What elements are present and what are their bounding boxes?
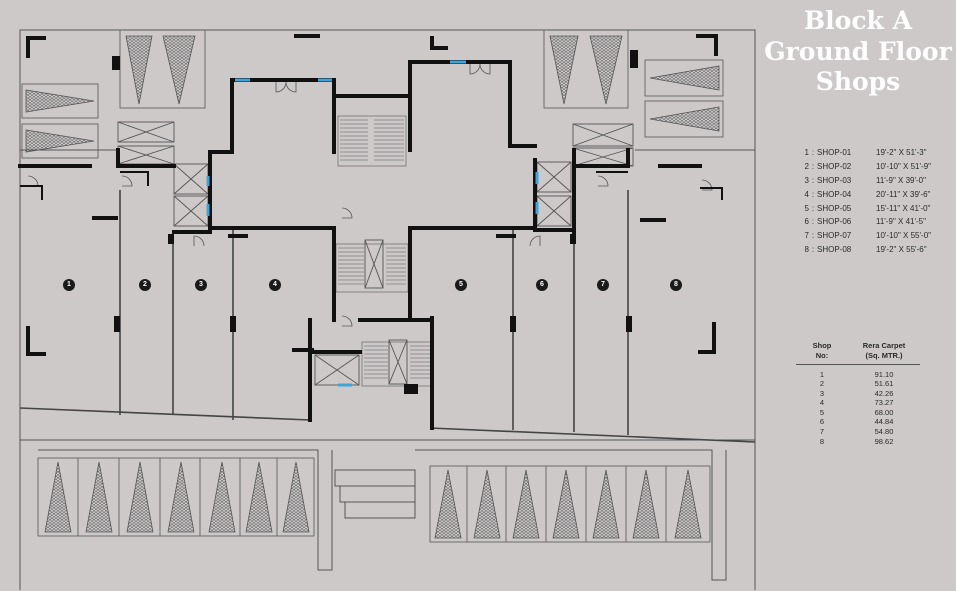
shop-marker-label: 6 (540, 281, 544, 288)
dim-number: 5 (804, 203, 809, 213)
dim-number: 3 (804, 175, 809, 185)
table-header: Shop No: Rera Carpet (Sq. MTR.) (796, 341, 920, 365)
title-line-3: Shops (815, 67, 901, 96)
dim-number: 4 (804, 189, 809, 199)
page-title: Block A Ground Floor Shops (760, 6, 956, 98)
dim-size: 20'-11" X 39'-6" (876, 189, 931, 199)
shop-marker-label: 1 (67, 281, 71, 288)
stairs (335, 115, 433, 387)
shop-marker-1[interactable]: 1 (63, 279, 75, 291)
shop-marker-label: 2 (143, 281, 147, 288)
dim-shop-name: SHOP-01 (817, 148, 852, 157)
dim-shop-name: SHOP-02 (817, 161, 852, 171)
shop-marker-label: 8 (674, 281, 678, 288)
parking-bays-top (21, 29, 724, 159)
dim-number: 2 (804, 161, 809, 171)
dim-shop-name: SHOP-03 (817, 175, 852, 185)
service-shafts (117, 121, 634, 386)
shop-marker-3[interactable]: 3 (195, 279, 207, 291)
dim-size: 10'-10" X 55'-0" (876, 231, 931, 241)
shop-marker-7[interactable]: 7 (597, 279, 609, 291)
walls (18, 60, 702, 430)
dim-number: 8 (804, 245, 809, 255)
dim-size: 19'-2" X 55'-6" (876, 245, 927, 255)
windows (206, 60, 539, 387)
shop-partitions (19, 190, 756, 443)
dim-size: 15'-11" X 41'-0" (876, 203, 931, 213)
shop-marker-2[interactable]: 2 (139, 279, 151, 291)
dim-shop-name: SHOP-04 (817, 189, 852, 199)
doors (27, 63, 713, 327)
title-line-1: Block A (804, 6, 912, 35)
shop-marker-5[interactable]: 5 (455, 279, 467, 291)
parking-bays-right (429, 465, 711, 543)
dim-size: 11'-9" X 41'-5" (876, 217, 926, 227)
dim-shop-name: SHOP-07 (817, 231, 852, 241)
shop-marker-label: 3 (199, 281, 203, 288)
dim-size: 11'-9" X 39'-0" (876, 175, 926, 185)
shop-marker-label: 4 (273, 281, 277, 288)
dim-shop-name: SHOP-06 (817, 217, 852, 227)
title-line-2: Ground Floor (764, 36, 952, 66)
dim-size: 10'-10" X 51'-9" (876, 161, 931, 171)
header-area: Rera Carpet (Sq. MTR.) (862, 341, 906, 360)
dim-number: 6 (804, 217, 809, 227)
parking-bays-left (37, 457, 315, 537)
shop-marker-label: 5 (459, 281, 463, 288)
dim-number: 1 (804, 148, 809, 157)
shop-marker-label: 7 (601, 281, 605, 288)
dim-size: 19'-2" X 51'-3" (876, 148, 927, 157)
utility-rooms (20, 171, 723, 200)
header-shop: Shop No: (812, 341, 832, 360)
wall-markers (26, 34, 718, 394)
floor-plan (18, 29, 756, 590)
dim-shop-name: SHOP-08 (817, 245, 852, 255)
shop-marker-6[interactable]: 6 (536, 279, 548, 291)
dim-shop-name: SHOP-05 (817, 203, 852, 213)
shop-marker-8[interactable]: 8 (670, 279, 682, 291)
shop-marker-4[interactable]: 4 (269, 279, 281, 291)
parking-area (19, 440, 756, 590)
dim-number: 7 (804, 231, 809, 241)
